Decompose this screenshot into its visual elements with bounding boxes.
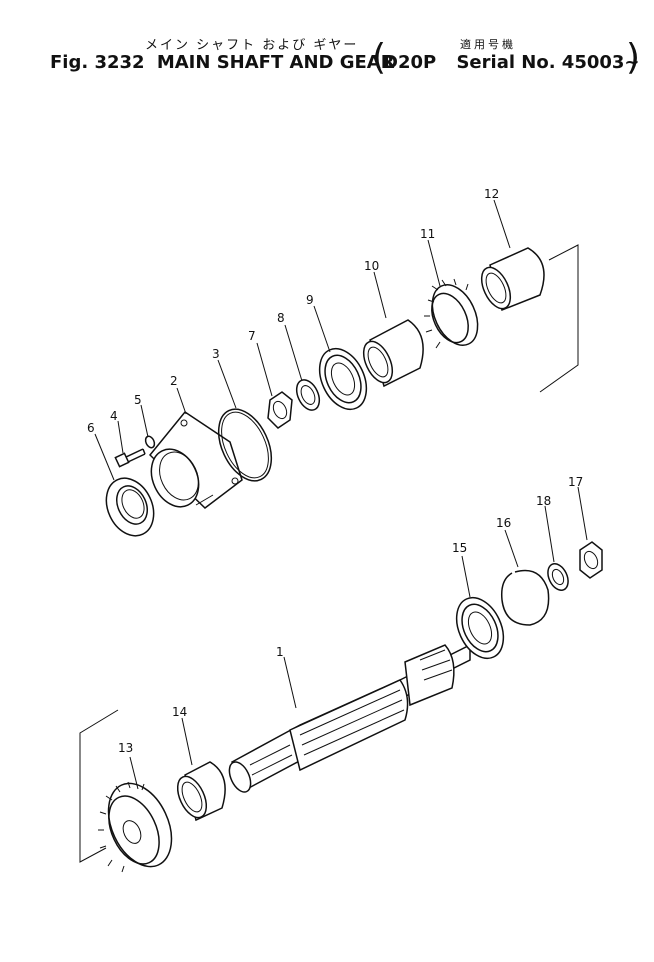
callout-3: 3 <box>212 347 220 361</box>
callout-6: 6 <box>87 421 95 435</box>
callout-13: 13 <box>118 741 133 755</box>
part-9-ball-bearing <box>318 347 368 411</box>
leader-lines <box>94 199 588 790</box>
serial-range: Serial No. 45003~ <box>456 52 640 73</box>
figure-name: MAIN SHAFT AND GEAR <box>156 52 395 73</box>
open-paren: ( <box>372 37 387 78</box>
callout-8: 8 <box>277 311 285 325</box>
part-12-bushing <box>480 247 545 312</box>
part-16-snap-ring <box>500 569 550 626</box>
part-3-o-ring <box>217 408 273 482</box>
callout-18: 18 <box>536 494 551 508</box>
callout-10: 10 <box>364 259 379 273</box>
callout-1: 1 <box>276 645 284 659</box>
callout-14: 14 <box>172 705 187 719</box>
part-17-nut <box>579 541 603 579</box>
part-5-washer <box>144 435 156 449</box>
lower-group-bracket <box>79 709 119 863</box>
callout-9: 9 <box>306 293 314 307</box>
part-4-bolt <box>114 448 146 468</box>
part-15-ball-bearing <box>455 596 505 660</box>
applicability: D20P Serial No. 45003~ <box>383 52 640 73</box>
part-11-gear <box>424 278 479 349</box>
part-10-spacer <box>362 319 424 388</box>
model-name: D20P <box>383 52 437 73</box>
part-1-main-shaft <box>228 643 471 793</box>
callout-7: 7 <box>248 329 256 343</box>
callout-17: 17 <box>568 475 583 489</box>
part-2-bearing-cage <box>148 410 243 509</box>
part-8-lock-washer <box>295 379 321 411</box>
part-13-gear <box>98 781 173 873</box>
part-18-lock-washer <box>547 563 569 591</box>
part-7-lock-nut <box>267 391 293 429</box>
close-paren: ) <box>626 37 641 78</box>
callout-2: 2 <box>170 374 178 388</box>
callout-16: 16 <box>496 516 511 530</box>
part-6-oil-seal <box>105 477 155 537</box>
callout-4: 4 <box>110 409 118 423</box>
callout-numbers: 1 2 3 4 5 6 7 8 9 10 11 12 13 14 15 16 1… <box>87 187 583 755</box>
applicable-label-japanese: 適用号機 <box>460 38 516 51</box>
callout-11: 11 <box>420 227 435 241</box>
figure-title: Fig. 3232 MAIN SHAFT AND GEAR <box>50 52 401 73</box>
callout-15: 15 <box>452 541 467 555</box>
part-14-bushing <box>176 761 226 822</box>
callout-12: 12 <box>484 187 499 201</box>
upper-group-bracket <box>539 244 579 393</box>
figure-number: Fig. 3232 <box>50 52 145 73</box>
title-japanese: メイン シャフト および ギヤー <box>145 38 359 53</box>
callout-5: 5 <box>134 393 142 407</box>
